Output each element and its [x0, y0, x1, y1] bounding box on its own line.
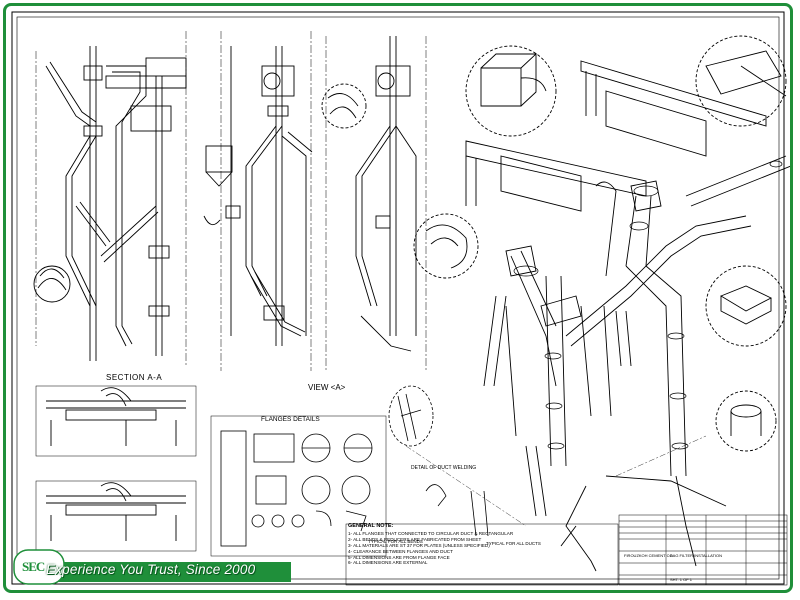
typical-bends-label: TYPICAL FOR ALL BENDS	[368, 539, 423, 544]
view-a-right	[321, 36, 427, 371]
note-item: 4- CLEARANCE BETWEEN FLANGES AND DUCT	[348, 548, 453, 554]
typical-ducts-label: TYPICAL FOR ALL DUCTS	[486, 541, 541, 546]
notes-title: GENERAL NOTE:	[348, 523, 394, 529]
note-item: 2- ALL BENDS & REDUCERS ARE FABRICATED F…	[348, 536, 482, 542]
title-block: FIROUZKOH CEMENT CO BAG FILTER INSTALLAT…	[622, 518, 790, 590]
duct-welding-label: DETAIL OF DUCT WELDING	[411, 465, 477, 471]
drawing-frame: SECTION A-A VIEW <A> FLANGES DETAILS DET…	[3, 3, 793, 593]
title-block-lines	[345, 514, 788, 586]
sheet-number: SHT. 1 OF 1	[670, 577, 693, 582]
note-item: 5- ALL DIMENSIONS ARE FROM FLANGE FACE	[348, 554, 450, 560]
logo-badge	[13, 549, 65, 585]
note-item: 3- ALL MATERIALS ARE ST 37 FOR PLATES (U…	[348, 542, 490, 548]
slogan-text: Experience You Trust, Since 2000	[46, 562, 256, 577]
project-name: BAG FILTER INSTALLATION	[670, 553, 723, 558]
inner-border-2	[16, 16, 780, 580]
isometric-view	[405, 35, 790, 572]
flanges-details	[210, 415, 387, 557]
view-a	[203, 31, 313, 371]
client-name: FIROUZKOH CEMENT CO	[624, 553, 673, 558]
duct-welding-detail	[388, 385, 489, 537]
general-notes: GENERAL NOTE: 1- ALL FLANGES THAT CONNEC…	[348, 523, 618, 566]
section-a-a	[33, 31, 187, 366]
view-label: VIEW <A>	[308, 383, 346, 392]
slogan-banner	[46, 562, 291, 582]
note-item: 6- ALL DIMENSIONS ARE EXTERNAL	[348, 560, 428, 566]
section-label: SECTION A-A	[106, 373, 163, 382]
elevation-views	[35, 385, 197, 552]
flanges-label: FLANGES DETAILS	[261, 416, 320, 423]
sec-logo: SEC	[22, 559, 45, 574]
engineering-drawing	[11, 11, 790, 586]
inner-border	[11, 11, 785, 585]
note-item: 1- ALL FLANGES THAT CONNECTED TO CIRCULA…	[348, 530, 514, 536]
